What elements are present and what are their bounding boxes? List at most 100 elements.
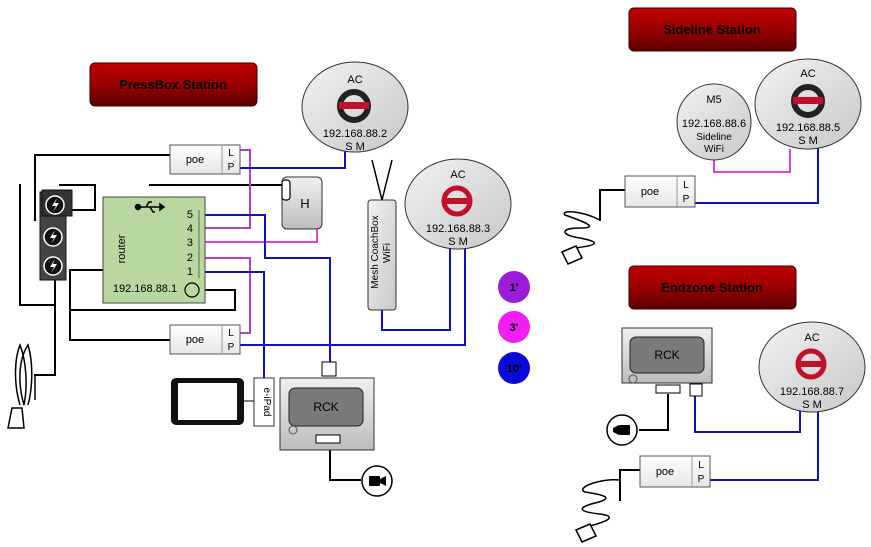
power-wire-strip-right xyxy=(59,184,96,211)
cable-length-legend: 1' 3' 10' xyxy=(498,271,530,384)
station-title-sideline: Sideline Station xyxy=(663,22,761,37)
legend-1ft: 1' xyxy=(498,271,530,303)
coiled-antenna-sideline-icon xyxy=(560,210,601,265)
rck-pressbox: RCK xyxy=(279,361,375,451)
ipad-label: e-iPad xyxy=(261,388,272,417)
ac-label: AC xyxy=(804,332,819,344)
ac-endzone: AC 192.168.88.7 S M xyxy=(758,321,866,413)
ac-pressbox: AC 192.168.88.2 S M xyxy=(301,61,409,153)
poe-port-p: P xyxy=(683,194,690,205)
camera-wire-endzone xyxy=(639,394,669,431)
poe-port-l: L xyxy=(698,460,704,471)
poe-label: poe xyxy=(186,334,204,346)
router-port-5: 5 xyxy=(187,209,193,221)
station-header-sideline: Sideline Station xyxy=(628,7,797,52)
usb-port-icon xyxy=(315,434,341,444)
antenna-wire-sideline xyxy=(599,189,626,221)
ac-ip: 192.168.88.5 xyxy=(776,122,840,134)
rck-label: RCK xyxy=(313,400,338,414)
station-title-pressbox: PressBox Station xyxy=(119,77,227,92)
ethernet-port-icon xyxy=(321,361,337,377)
blue-cable-sideline xyxy=(694,144,819,204)
mesh-line2: WiFi xyxy=(382,243,393,263)
antenna-wire-left xyxy=(34,269,56,376)
poe-port-l: L xyxy=(683,180,689,191)
ethernet-port-icon xyxy=(689,383,703,397)
poe-label: poe xyxy=(186,154,204,166)
antenna-wire-endzone xyxy=(619,469,641,501)
mesh-coachbox: Mesh CoachBox WiFi xyxy=(367,159,397,311)
blue-cable-endzone-rck xyxy=(694,389,801,433)
coiled-cable-icon xyxy=(7,342,36,429)
station-title-endzone: Endzone Station xyxy=(661,280,763,295)
ac-ip: 192.168.88.2 xyxy=(323,128,387,140)
antenna-port-icon xyxy=(628,374,638,384)
blue-cable-poe-mesh xyxy=(239,247,466,346)
ac-ports: S M xyxy=(448,236,468,248)
hub-label: H xyxy=(300,196,309,211)
blue-cable-mesh xyxy=(381,247,451,331)
ac-logo-icon xyxy=(791,84,825,118)
camera-icon-pressbox xyxy=(361,465,393,497)
camera-wire-pressbox xyxy=(329,449,361,481)
blue-cable-ipad xyxy=(204,271,265,379)
power-wire-poe-top xyxy=(34,154,171,221)
ipad: e-iPad xyxy=(171,377,275,427)
ac-ip: 192.168.88.7 xyxy=(780,386,844,398)
ac-ip: 192.168.88.3 xyxy=(426,223,490,235)
m5-sideline-wifi: M5 192.168.88.6 Sideline WiFi xyxy=(676,83,752,161)
power-wire-loop xyxy=(19,184,56,306)
purple-cable-poe-bottom xyxy=(204,257,251,334)
m5-line2: WiFi xyxy=(704,144,724,155)
router: router 5 4 3 2 1 192.168.88.1 xyxy=(102,196,206,304)
power-outlet-icon xyxy=(43,227,63,247)
poe-injector-sideline: poe L P xyxy=(624,175,696,208)
poe-port-l: L xyxy=(228,148,234,159)
router-ip: 192.168.88.1 xyxy=(113,283,177,295)
coiled-antenna-endzone-icon xyxy=(574,479,621,543)
legend-label-10ft: 10' xyxy=(507,363,522,375)
m5-line1: Sideline xyxy=(696,132,732,143)
poe-label: poe xyxy=(656,466,674,478)
legend-10ft: 10' xyxy=(498,352,530,384)
m5-ip: 192.168.88.6 xyxy=(682,118,746,130)
poe-injector-bottom: poe L P xyxy=(169,324,241,355)
poe-port-p: P xyxy=(228,342,235,353)
power-strip xyxy=(39,189,73,281)
cables xyxy=(19,144,819,501)
ac-label: AC xyxy=(450,169,465,181)
router-port-4: 4 xyxy=(187,223,193,235)
ac-ports: S M xyxy=(798,135,818,147)
ac-ports: S M xyxy=(802,399,822,411)
purple-cable-poe-top xyxy=(204,149,251,229)
blue-cable-ac-pressbox xyxy=(239,149,346,169)
poe-injector-endzone: poe L P xyxy=(639,455,711,488)
router-label: router xyxy=(116,234,128,263)
ac-logo-icon xyxy=(795,348,827,380)
mesh-antenna-icon xyxy=(371,159,393,201)
rck-endzone: RCK xyxy=(621,327,713,397)
antenna-port-icon xyxy=(288,425,298,435)
legend-3ft: 3' xyxy=(498,311,530,343)
blue-cable-endzone-poe xyxy=(709,411,819,481)
router-port-3: 3 xyxy=(187,237,193,249)
mesh-line1: Mesh CoachBox xyxy=(370,215,381,288)
station-header-pressbox: PressBox Station xyxy=(89,62,258,107)
router-port-2: 2 xyxy=(187,252,193,264)
power-outlet-icon xyxy=(45,195,65,215)
m5-label: M5 xyxy=(706,94,721,106)
poe-port-l: L xyxy=(228,328,234,339)
station-header-endzone: Endzone Station xyxy=(628,265,797,310)
blue-cable-rck xyxy=(204,214,331,363)
power-wire-poe-bottom xyxy=(69,289,171,341)
router-port-1: 1 xyxy=(187,266,193,278)
poe-injector-top: poe L P xyxy=(169,144,241,175)
router-power-port-icon xyxy=(184,282,200,298)
poe-label: poe xyxy=(641,186,659,198)
ac-mesh: AC 192.168.88.3 S M xyxy=(404,158,512,250)
ac-logo-icon xyxy=(337,89,371,123)
rck-label: RCK xyxy=(654,348,679,362)
camera-icon-endzone xyxy=(606,414,638,446)
ac-logo-icon xyxy=(441,185,473,217)
